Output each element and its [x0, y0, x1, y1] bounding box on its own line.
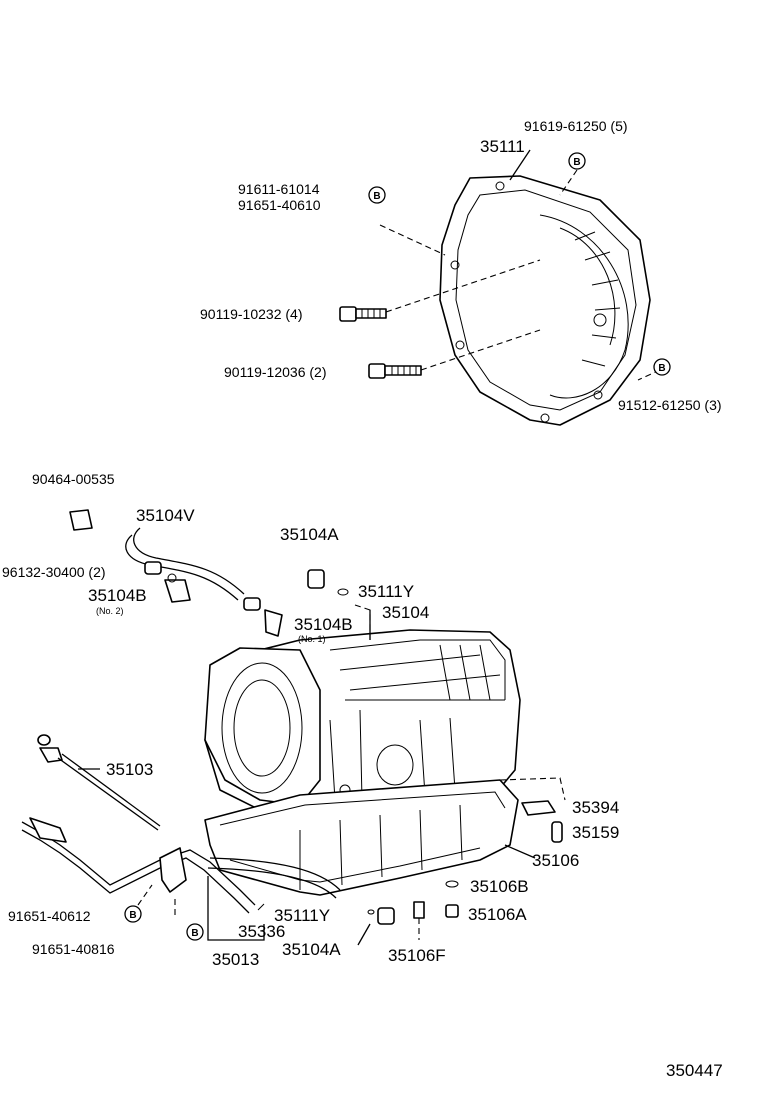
label-35104V: 35104V: [136, 506, 195, 525]
leader-bolt-upper: [385, 259, 541, 313]
label-35104: 35104: [382, 603, 429, 622]
oil-pan: [204, 779, 519, 896]
svg-text:B: B: [373, 191, 380, 202]
transmission-case: [204, 629, 521, 831]
label-91619-61250: 91619-61250 (5): [524, 118, 628, 134]
clip-90464: [69, 509, 93, 531]
label-35159: 35159: [572, 823, 619, 842]
label-90119-12036: 90119-12036 (2): [224, 364, 326, 380]
label-35106A: 35106A: [468, 905, 527, 924]
leader-bolt-lower: [420, 329, 541, 371]
svg-text:B: B: [191, 928, 198, 939]
leader-35104A-bottom: [357, 923, 371, 946]
leader-91651-40612: [137, 884, 153, 906]
label-91512-61250: 91512-61250 (3): [618, 397, 722, 413]
leader-35111: [509, 149, 531, 181]
gasket-35106B: [445, 880, 459, 888]
union-35104B-no2: [164, 573, 191, 603]
oil-level-gauge-dipstick: [37, 734, 161, 831]
label-35111: 35111: [480, 137, 525, 156]
label-35111Y-top: 35111Y: [358, 582, 414, 601]
label-35106: 35106: [532, 851, 579, 870]
label-35106F: 35106F: [388, 946, 446, 965]
label-35013: 35013: [212, 950, 259, 969]
label-90464-00535: 90464-00535: [32, 471, 115, 487]
badge-91651-40612: B: [124, 905, 142, 923]
label-35103: 35103: [106, 760, 153, 779]
transmission-bell-housing: [439, 175, 651, 426]
badge-91611: B: [368, 186, 386, 204]
bracket-35013: [207, 876, 265, 941]
badge-91512: B: [653, 358, 671, 376]
label-91651-40612: 91651-40612: [8, 908, 91, 924]
label-35104B-left-note: (No. 2): [96, 606, 124, 616]
label-35336: 35336: [238, 922, 285, 941]
badge-91651-40816: B: [186, 923, 204, 941]
label-35104B-left: 35104B: [88, 586, 147, 605]
bolt-90119-12036: [368, 363, 422, 379]
hose-clamp-96132: [144, 561, 261, 611]
label-96132-30400: 96132-30400 (2): [2, 564, 106, 580]
leader-91619: [559, 169, 578, 196]
svg-text:B: B: [658, 363, 665, 374]
label-91651-40610: 91651-40610: [238, 197, 321, 213]
label-35111Y-bottom: 35111Y: [274, 906, 330, 925]
union-35104B-no1: [264, 609, 283, 637]
plug-35104A-top: [307, 569, 325, 589]
oil-filler-tube: [21, 817, 341, 914]
plug-35104A-bottom: [367, 907, 395, 925]
label-91651-40816: 91651-40816: [32, 941, 115, 957]
leader-35106: [504, 844, 536, 859]
leader-35394-pan: [499, 777, 566, 801]
oring-35111Y-top: [337, 588, 349, 596]
drain-plug-35106A: [445, 904, 459, 918]
label-35106B: 35106B: [470, 877, 529, 896]
label-91611-61014: 91611-61014: [238, 181, 320, 197]
label-35394: 35394: [572, 798, 619, 817]
label-35104B-right-note: (No. 1): [298, 634, 326, 644]
leader-91611: [379, 224, 446, 256]
strainer-tube-35159: [551, 821, 563, 843]
svg-text:B: B: [573, 157, 580, 168]
badge-91619: B: [568, 152, 586, 170]
label-35104B-right: 35104B: [294, 615, 353, 634]
label-35104A-bottom: 35104A: [282, 940, 341, 959]
label-35104A-top: 35104A: [280, 525, 339, 544]
oring-35111Y-bottom: [257, 903, 265, 911]
plug-35106F: [413, 901, 425, 940]
label-90119-10232: 90119-10232 (4): [200, 306, 302, 322]
oil-strainer-35394: [521, 800, 556, 816]
bolt-90119-10232: [339, 306, 387, 322]
diagram-reference-number: 350447: [666, 1061, 723, 1080]
svg-text:B: B: [129, 910, 136, 921]
